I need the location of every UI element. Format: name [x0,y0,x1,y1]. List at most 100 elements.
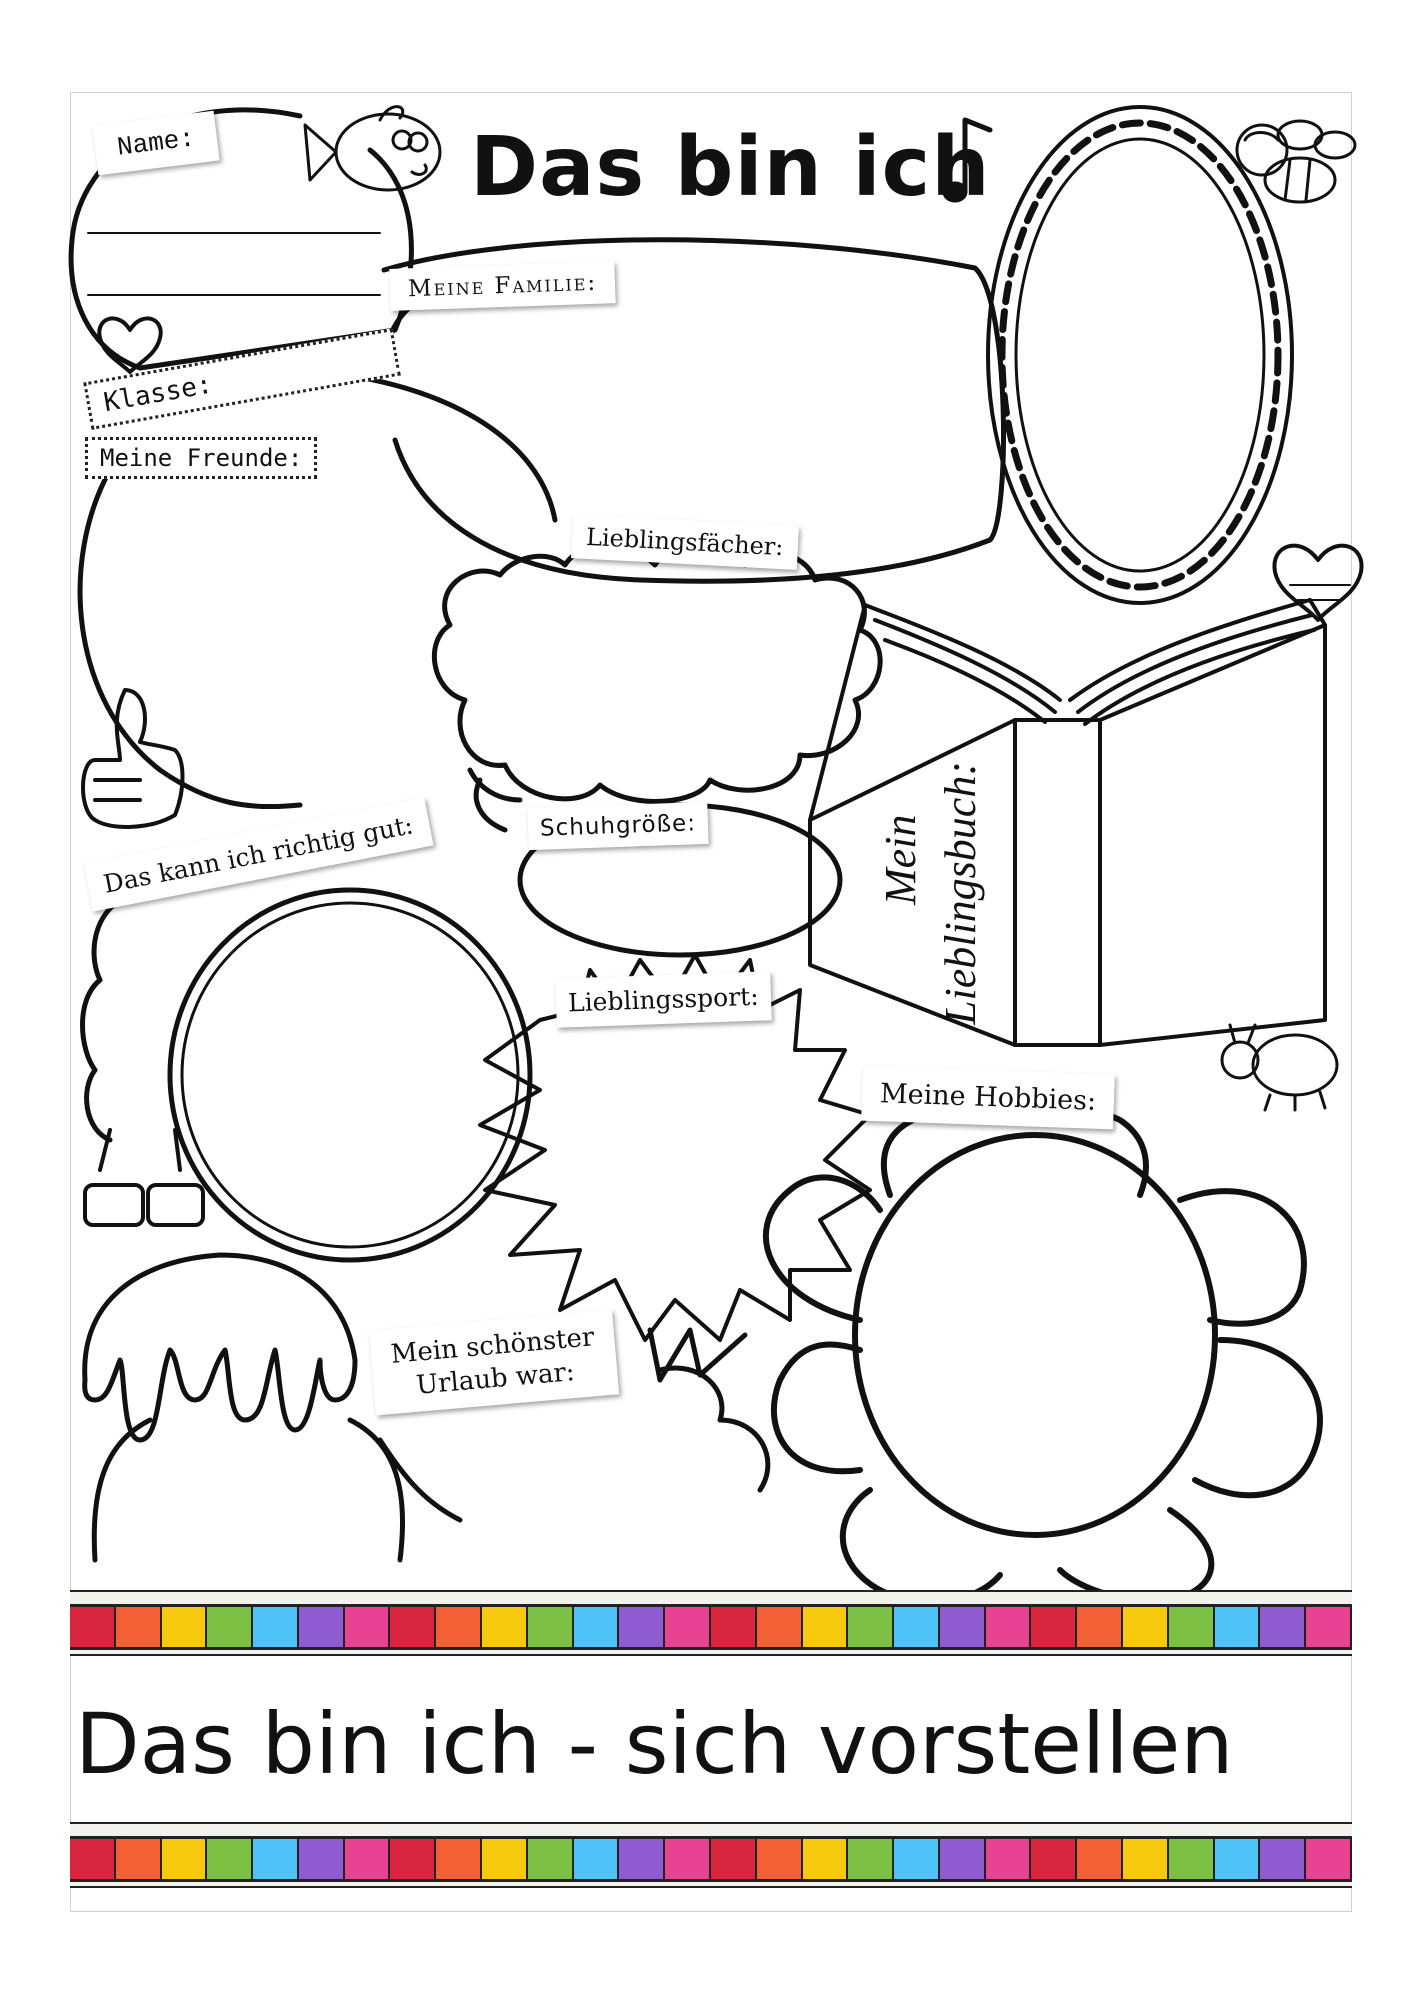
sunglasses-drawing [83,1128,205,1227]
stripe-cell [619,1607,666,1647]
ice-cream-icon [80,1250,410,1565]
bee-drawing [1235,119,1357,204]
photo-frame-dashed [998,119,1282,591]
stripe-cell [298,1607,345,1647]
stripe-cell [390,1839,437,1879]
stripe-cell [985,1607,1032,1647]
stripe-cell [436,1607,483,1647]
stripe-cell [1168,1839,1215,1879]
book-label-line-2: Lieblingsbuch: [936,761,985,1025]
thumbs-up-icon [75,685,190,835]
stripe-cell [527,1839,574,1879]
stripe-cell [207,1607,254,1647]
stripe-cell [390,1607,437,1647]
rainbow-border-bottom [70,1822,1352,1888]
stripe-cell [527,1607,574,1647]
stripe-cell [710,1607,757,1647]
photo-frame-inner [1014,137,1266,573]
ice-cream-drawing [82,1252,405,1563]
stripe-cell [710,1839,757,1879]
book-drawing [808,598,1327,1047]
stripe-cell [1306,1607,1352,1647]
worksheet-title: Das bin ich [470,120,991,215]
stripe-cell [482,1839,528,1879]
stripe-cell [1031,1839,1078,1879]
music-note-icon [940,115,995,205]
stripe-cell [1168,1607,1215,1647]
stripe-cell [207,1839,254,1879]
flower-drawing [762,1104,1323,1605]
stripe-cell [161,1839,208,1879]
stripe-cell [1260,1839,1307,1879]
friends-label: Meine Freunde: [85,437,318,479]
family-ellipse [381,237,1006,584]
stripe-cell [253,1607,299,1647]
stripe-cell [985,1839,1032,1879]
stripe-cell [344,1607,391,1647]
stripe-cell [70,1839,116,1879]
subjects-cloud [432,543,883,804]
stripe-cell [665,1839,711,1879]
fish-drawing [303,105,442,192]
rainbow-stripe-row [70,1836,1352,1882]
ladybug-icon [1220,1020,1340,1115]
stripe-cell [894,1607,940,1647]
bottom-title: Das bin ich - sich vorstellen [75,1695,1234,1793]
stripe-cell [573,1607,620,1647]
stripe-cell [1260,1607,1307,1647]
stripe-cell [848,1839,895,1879]
heart-drawing-right [1272,543,1364,622]
shoe-size-label: Schuhgröße: [527,801,709,851]
stripe-cell [802,1607,849,1647]
music-note-drawing [942,117,993,203]
stripe-cell [482,1607,528,1647]
stripe-cell [1077,1839,1123,1879]
stripe-cell [161,1607,208,1647]
stripe-cell [756,1839,803,1879]
stripe-cell [939,1607,986,1647]
family-label: Meine Familie: [389,261,616,311]
fish-icon [305,110,445,200]
stripe-cell [756,1607,803,1647]
stripe-cell [802,1839,849,1879]
rainbow-stripe-row [70,1604,1352,1650]
stripe-cell [436,1839,483,1879]
hobbies-label: Meine Hobbies: [861,1065,1116,1130]
photo-frame-outer [986,105,1294,605]
bee-icon [1235,115,1365,210]
stripe-cell [70,1607,116,1647]
stripe-cell [1122,1607,1169,1647]
skills-circle-inner [180,901,520,1249]
vacation-cloud [377,1327,771,1523]
stripe-cell [1214,1607,1261,1647]
stripe-cell [115,1839,162,1879]
rainbow-border-top [70,1590,1352,1656]
book-label-line-1: Mein [876,814,925,905]
sport-label: Lieblingssport: [555,971,772,1028]
friends-circle [77,372,558,810]
stripe-cell [894,1839,940,1879]
stripe-cell [939,1839,986,1879]
skills-circle-outer [167,887,533,1263]
stripe-cell [665,1607,711,1647]
stripe-cell [1306,1839,1352,1879]
stripe-cell [1077,1607,1123,1647]
stripe-cell [1122,1839,1169,1879]
stripe-cell [115,1607,162,1647]
heart-drawing-left [97,316,163,374]
stripe-cell [344,1839,391,1879]
page-frame [70,92,1352,1912]
sunglasses-icon [80,1125,210,1230]
stripe-cell [619,1839,666,1879]
stripe-cell [298,1839,345,1879]
thumbs-up-drawing [81,688,185,829]
stripe-cell [848,1607,895,1647]
stripe-cell [573,1839,620,1879]
skills-cloud-edge [80,897,123,1143]
stripe-cell [253,1839,299,1879]
heart-icon [95,305,165,375]
stripe-cell [1031,1607,1078,1647]
sport-starburst [478,953,872,1342]
ladybug-drawing [1220,1023,1339,1112]
